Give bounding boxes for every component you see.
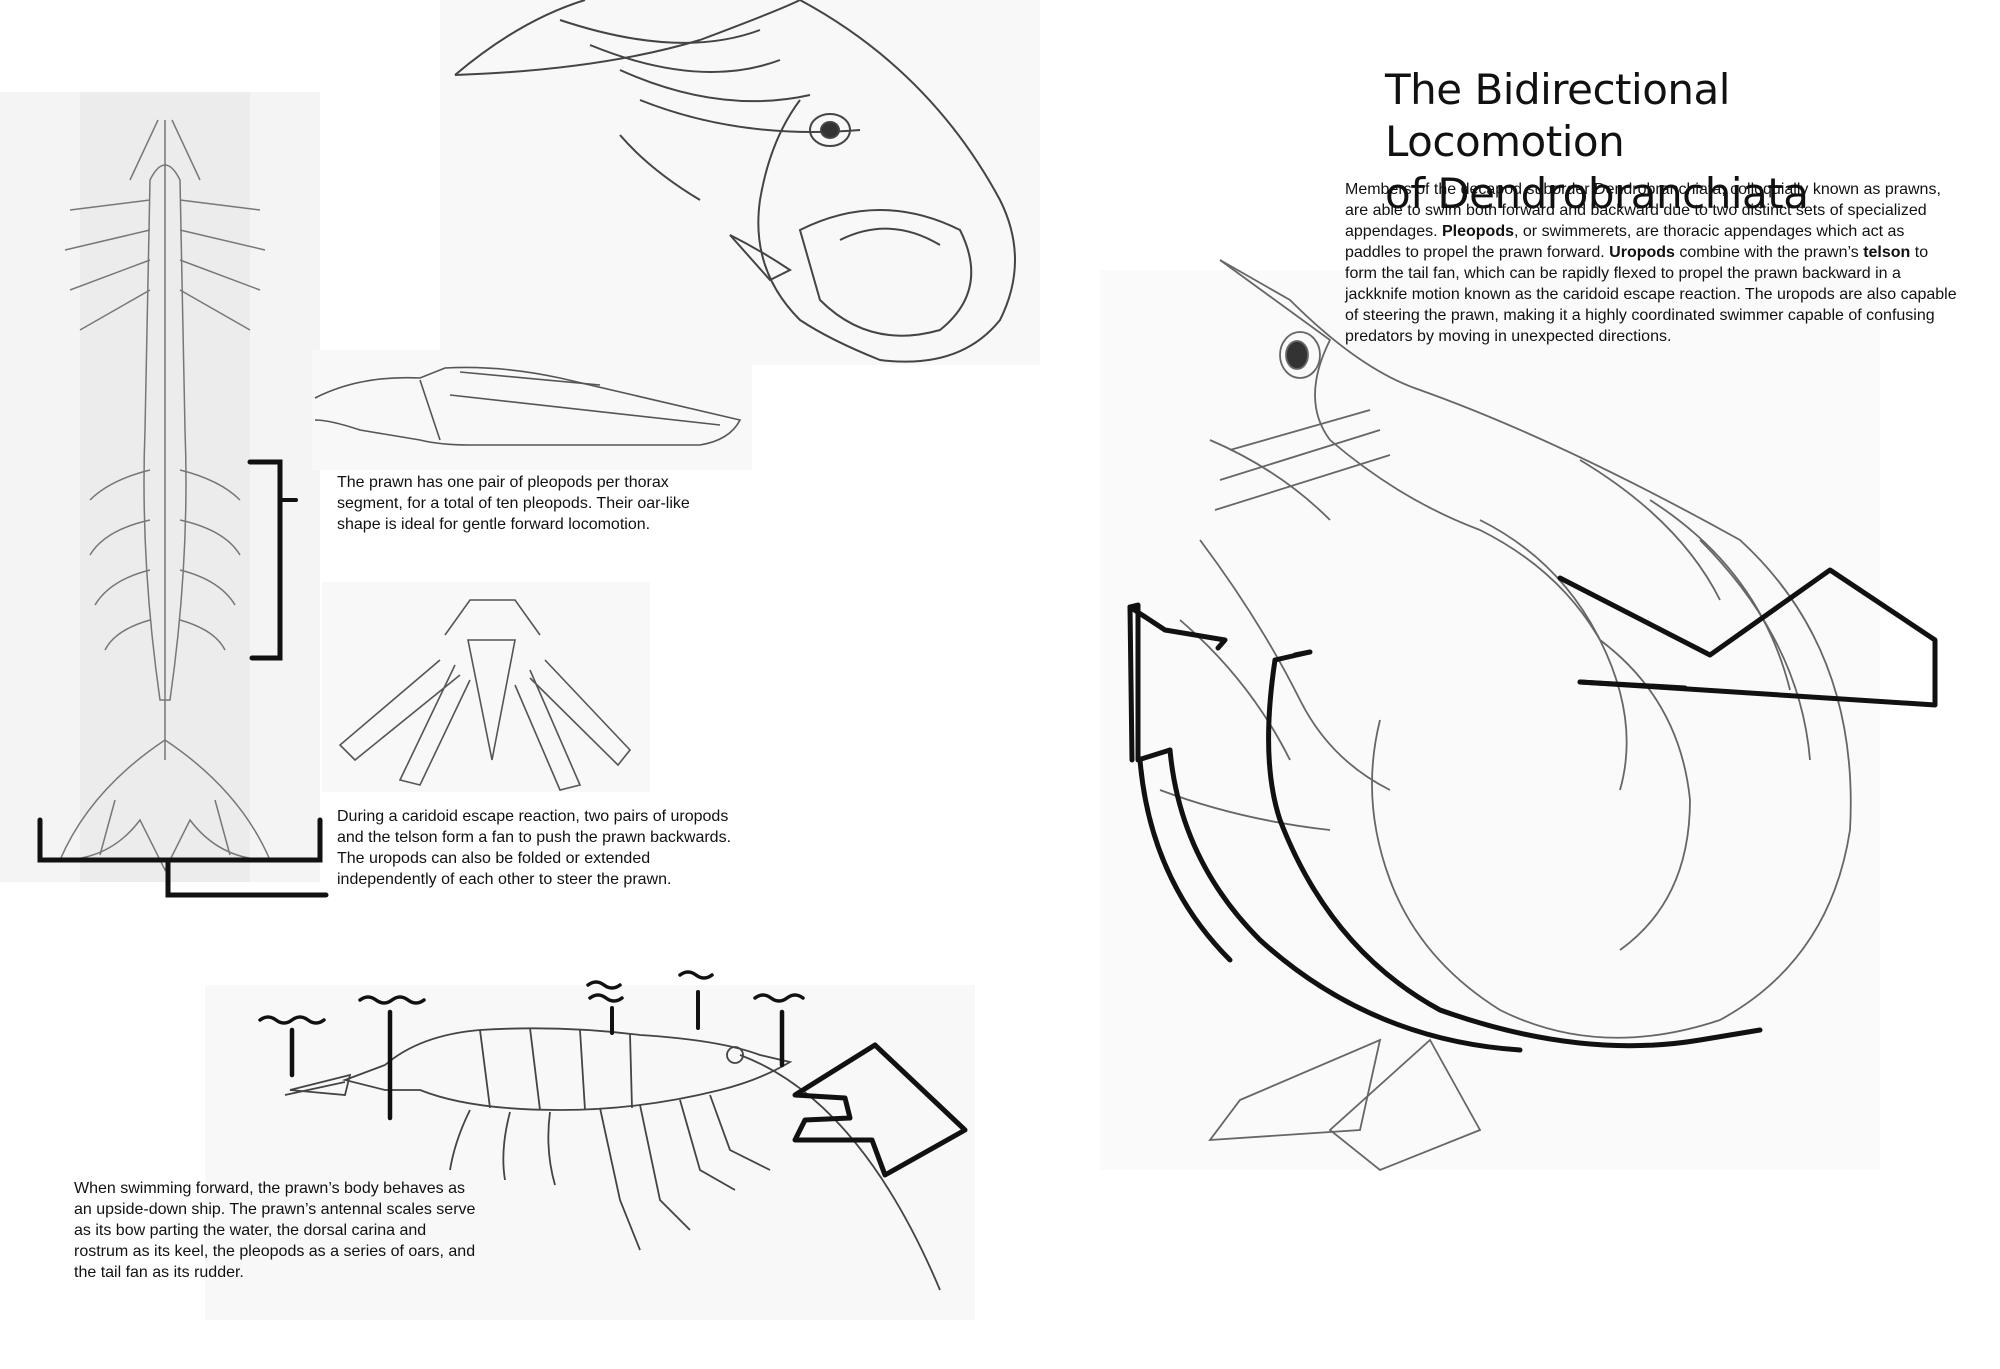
bracket-marks [37, 459, 329, 898]
swimming-caption: When swimming forward, the prawn’s body … [74, 1180, 476, 1281]
pleopod-caption: The prawn has one pair of pleopods per t… [337, 474, 690, 533]
fish-illustration [454, 0, 1016, 363]
lateral-view-sheet [205, 985, 975, 1320]
title-line-2: of Dendrobranchiata [1385, 169, 1809, 219]
forward-arrow [792, 1042, 968, 1178]
curled-prawn-sheet [1100, 270, 1880, 1170]
fish-sheet [440, 0, 1040, 365]
intro-text-2: , or swimmerets, are thoracic appendages… [1345, 223, 1905, 261]
intro-paragraph: Members of the decapod suborder Dendrobr… [1345, 179, 1960, 347]
lateral-prawn-illustration [284, 1027, 941, 1291]
term-telson: telson [1863, 244, 1911, 261]
dorsal-prawn-illustration [58, 119, 272, 872]
title-line-1: The Bidirectional Locomotion [1385, 65, 1730, 167]
intro-text-1: Members of the decapod suborder Dendrobr… [1345, 181, 1941, 240]
wave-marks [258, 970, 805, 1121]
intro-text-3: combine with the prawn’s [1674, 244, 1864, 261]
intro-text-4: to form the tail fan, which can be rapid… [1345, 244, 1957, 345]
pleopod-illustration [314, 366, 742, 446]
term-uropods: Uropods [1609, 244, 1675, 261]
page-title: The Bidirectional Locomotion of Dendrobr… [1385, 64, 1945, 220]
uropod-illustration [338, 599, 632, 791]
backward-arrows [1127, 567, 1938, 1053]
uropod-sheet [322, 582, 650, 792]
pleopod-sheet [312, 350, 752, 470]
term-pleopods: Pleopods [1441, 223, 1514, 240]
uropod-caption: During a caridoid escape reaction, two p… [337, 808, 732, 888]
